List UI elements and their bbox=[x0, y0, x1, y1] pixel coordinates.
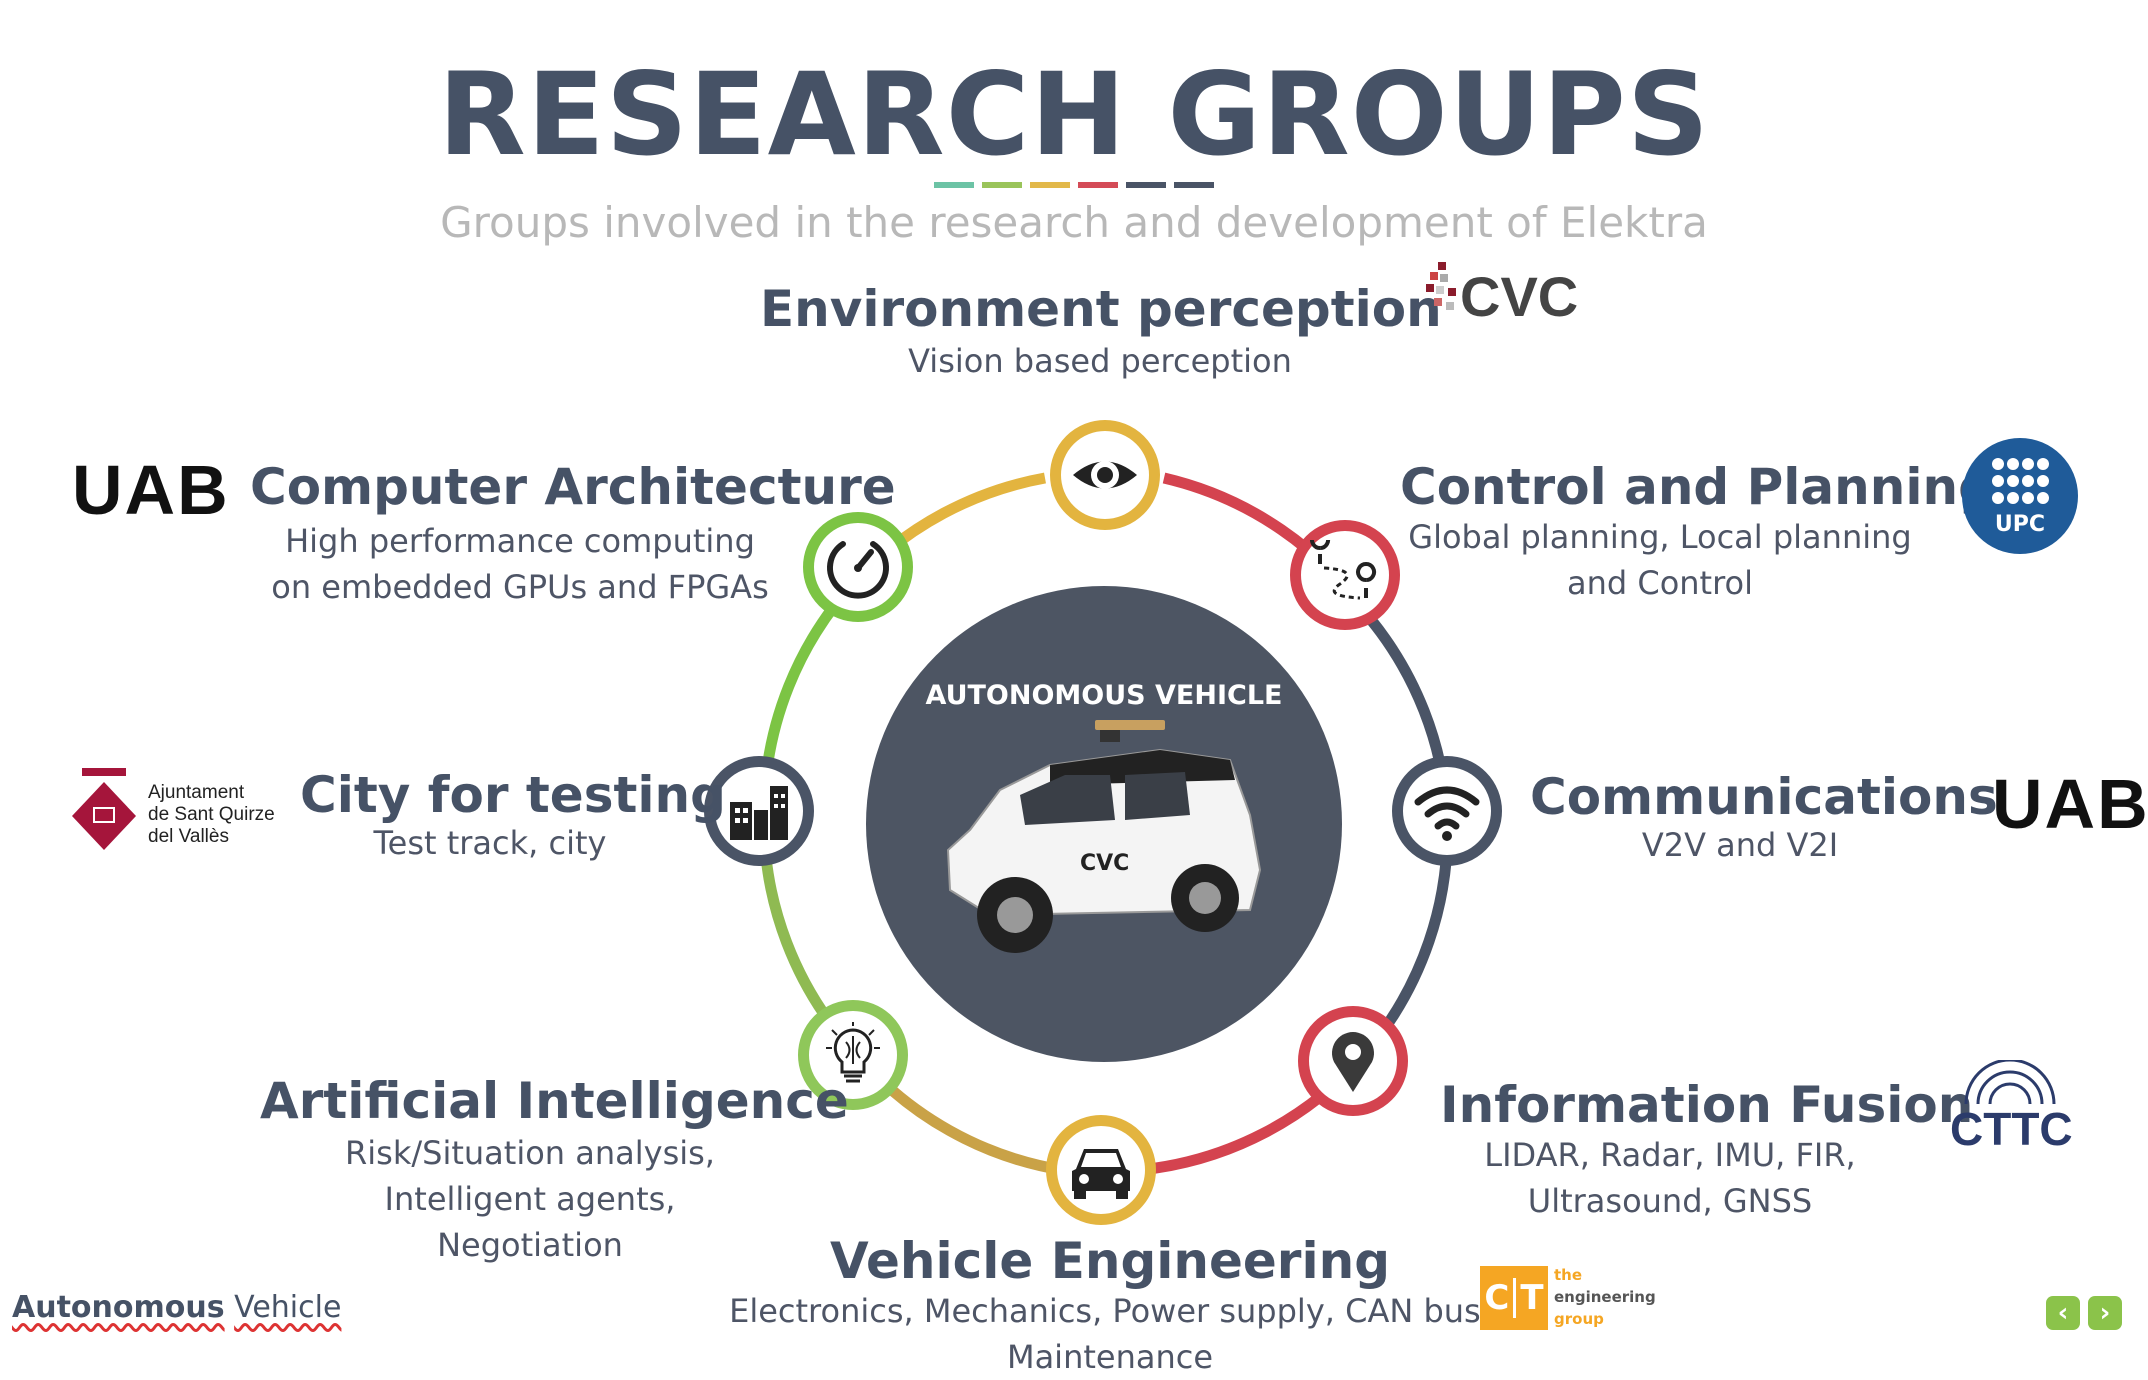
cttc-logo-arcs bbox=[1964, 1060, 2056, 1105]
wifi-icon bbox=[1414, 786, 1480, 841]
sant-quirze-logo: Ajuntament de Sant Quirze del Vallès bbox=[68, 766, 288, 856]
logo-line: Ajuntament bbox=[148, 782, 245, 803]
ct-logo-words: the engineering group bbox=[1554, 1264, 1656, 1330]
city-node bbox=[704, 756, 814, 866]
divider-segment bbox=[934, 182, 974, 188]
hub-label: AUTONOMOUS VEHICLE bbox=[925, 680, 1283, 711]
city-desc: Test track, city bbox=[373, 824, 607, 862]
divider-segment bbox=[1126, 182, 1166, 188]
fusion-title: Information Fusion bbox=[1440, 1076, 1974, 1134]
vehicle-title: Vehicle Engineering bbox=[830, 1232, 1390, 1290]
uab-logo: UAB bbox=[1992, 765, 2148, 843]
divider-segment bbox=[1030, 182, 1070, 188]
architecture-desc-line2: on embedded GPUs and FPGAs bbox=[271, 568, 769, 606]
ct-logo-word: group bbox=[1554, 1310, 1604, 1328]
ai-desc-line1: Risk/Situation analysis, bbox=[345, 1134, 715, 1172]
speedometer-icon bbox=[827, 541, 889, 599]
architecture-desc-line1: High performance computing bbox=[285, 522, 755, 560]
control-title: Control and Planning bbox=[1400, 458, 1994, 516]
ct-logo-t: T bbox=[1520, 1278, 1544, 1318]
communications-title: Communications bbox=[1530, 768, 1998, 826]
speedometer-node bbox=[803, 512, 913, 622]
location-pin-icon bbox=[1332, 1032, 1374, 1092]
ct-logo-mark: C T bbox=[1480, 1266, 1548, 1330]
route-node bbox=[1290, 520, 1400, 630]
svg-text:CVC: CVC bbox=[1080, 851, 1129, 876]
ct-logo-word: engineering bbox=[1554, 1288, 1656, 1306]
eye-node bbox=[1050, 420, 1160, 530]
ct-logo-divider bbox=[1513, 1278, 1517, 1318]
page-title: RESEARCH GROUPS bbox=[438, 48, 1710, 181]
divider-segment bbox=[1078, 182, 1118, 188]
sant-quirze-text: Ajuntament de Sant Quirze del Vallès bbox=[148, 782, 275, 848]
cvc-logo-text: CVC bbox=[1460, 265, 1579, 328]
page-subtitle: Groups involved in the research and deve… bbox=[440, 198, 1708, 247]
ai-desc-line2: Intelligent agents, bbox=[384, 1180, 676, 1218]
brain-bulb-icon bbox=[826, 1022, 880, 1083]
uab-logo: UAB bbox=[72, 451, 230, 529]
eye-icon bbox=[1073, 461, 1137, 489]
architecture-title: Computer Architecture bbox=[250, 458, 896, 516]
ct-logo-c: C bbox=[1484, 1278, 1510, 1318]
next-slide-button[interactable]: › bbox=[2088, 1296, 2122, 1330]
vehicle-desc-line2: Maintenance bbox=[1006, 1338, 1214, 1376]
vehicle-desc-line1: Electronics, Mechanics, Power supply, CA… bbox=[729, 1292, 1491, 1330]
wifi-node bbox=[1392, 756, 1502, 866]
environment-title: Environment perception bbox=[760, 280, 1442, 338]
fusion-desc-line1: LIDAR, Radar, IMU, FIR, bbox=[1484, 1136, 1856, 1174]
cttc-logo-text: CTTC bbox=[1950, 1103, 2073, 1155]
title-divider bbox=[934, 182, 1214, 188]
control-desc-line1: Global planning, Local planning bbox=[1408, 518, 1912, 556]
upc-logo-dots bbox=[1992, 458, 2049, 504]
car-icon bbox=[1072, 1149, 1130, 1199]
control-desc-line2: and Control bbox=[1566, 564, 1754, 602]
ct-logo-word: the bbox=[1554, 1266, 1583, 1284]
upc-logo: UPC bbox=[1962, 438, 2078, 554]
buildings-icon bbox=[730, 786, 788, 840]
location-node bbox=[1298, 1006, 1408, 1116]
footer-word: Vehicle bbox=[234, 1290, 342, 1325]
footer-brand: Autonomous Vehicle bbox=[12, 1290, 341, 1325]
city-title: City for testing bbox=[300, 766, 726, 824]
environment-desc: Vision based perception bbox=[908, 342, 1292, 380]
sant-quirze-shield bbox=[72, 768, 136, 850]
ai-desc-line3: Negotiation bbox=[437, 1226, 623, 1264]
prev-slide-button[interactable]: ‹ bbox=[2046, 1296, 2080, 1330]
footer-word: Autonomous bbox=[12, 1290, 225, 1325]
cvc-logo-mosaic bbox=[1426, 262, 1456, 310]
divider-segment bbox=[1174, 182, 1214, 188]
ai-title: Artificial Intelligence bbox=[260, 1072, 849, 1130]
cttc-logo: CTTC bbox=[1950, 1060, 2110, 1160]
divider-segment bbox=[982, 182, 1022, 188]
logo-line: de Sant Quirze bbox=[148, 804, 275, 825]
logo-line: del Vallès bbox=[148, 826, 229, 847]
ct-engineering-logo: C T the engineering group bbox=[1480, 1262, 1656, 1334]
cvc-logo: CVC bbox=[1426, 258, 1596, 350]
ai-node bbox=[798, 1000, 908, 1110]
communications-desc: V2V and V2I bbox=[1641, 826, 1839, 864]
vehicle-image: CVC ADAS bbox=[946, 720, 1262, 953]
fusion-desc-line2: Ultrasound, GNSS bbox=[1527, 1182, 1813, 1220]
car-node bbox=[1046, 1115, 1156, 1225]
route-icon bbox=[1310, 540, 1376, 600]
upc-logo-text: UPC bbox=[1994, 512, 2046, 537]
